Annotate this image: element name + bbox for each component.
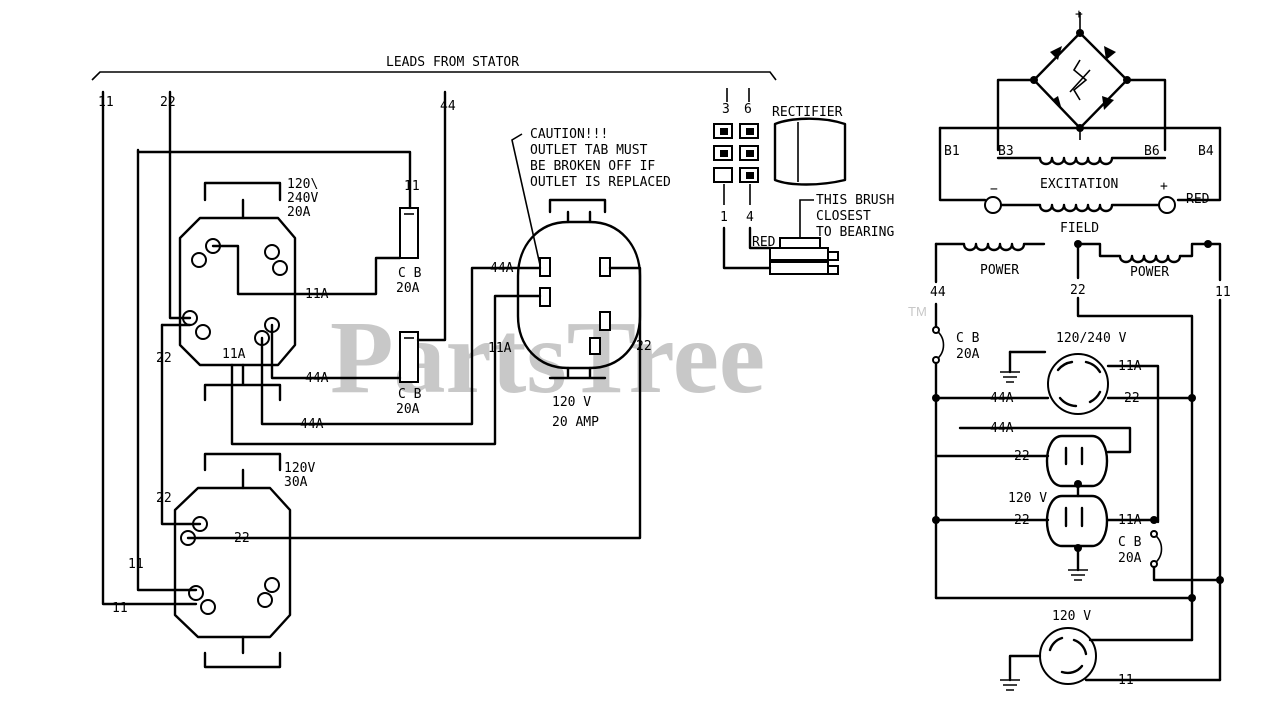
svg-text:22: 22 (1014, 449, 1030, 464)
svg-text:22: 22 (1070, 283, 1086, 298)
svg-text:−: − (990, 182, 998, 197)
svg-text:11: 11 (404, 179, 420, 194)
svg-text:22: 22 (636, 339, 652, 354)
caution-note: CAUTION!!! OUTLET TAB MUST BE BROKEN OFF… (511, 127, 671, 266)
svg-text:EXCITATION: EXCITATION (1040, 177, 1118, 192)
svg-text:44: 44 (930, 285, 946, 300)
right-circuit-breaker-top: C B 20A (932, 302, 980, 600)
svg-text:22: 22 (1014, 513, 1030, 528)
svg-text:11A: 11A (222, 347, 246, 362)
left-wiring: 11 11 11 22 22 22 11 11A 44 44A 44A 44A … (98, 90, 652, 616)
svg-text:22: 22 (156, 351, 172, 366)
svg-text:11A: 11A (305, 287, 329, 302)
svg-text:CAUTION!!!: CAUTION!!! (530, 127, 608, 142)
svg-text:20A: 20A (1118, 551, 1142, 566)
svg-text:120 V: 120 V (1008, 491, 1047, 506)
watermark: PartsTree (330, 300, 765, 415)
svg-text:RED: RED (752, 235, 776, 250)
svg-text:B4: B4 (1198, 144, 1214, 159)
svg-text:TO BEARING: TO BEARING (816, 225, 894, 240)
svg-text:POWER: POWER (1130, 265, 1169, 280)
svg-text:22: 22 (234, 531, 250, 546)
right-duplex-outlet: 44A 22 22 11A 120 V (932, 421, 1160, 581)
right-buses (1076, 296, 1222, 682)
svg-text:44: 44 (440, 99, 456, 114)
svg-text:120 V: 120 V (1052, 609, 1091, 624)
svg-text:11A: 11A (488, 341, 512, 356)
svg-text:C B: C B (1118, 535, 1142, 550)
svg-text:22: 22 (160, 95, 176, 110)
svg-text:OUTLET TAB MUST: OUTLET TAB MUST (530, 143, 648, 158)
svg-text:B3: B3 (998, 144, 1014, 159)
svg-text:120 V: 120 V (552, 395, 591, 410)
svg-text:THIS BRUSH: THIS BRUSH (816, 193, 894, 208)
svg-text:11A: 11A (1118, 359, 1142, 374)
svg-text:OUTLET IS REPLACED: OUTLET IS REPLACED (530, 175, 671, 190)
svg-text:BE BROKEN OFF IF: BE BROKEN OFF IF (530, 159, 655, 174)
svg-text:POWER: POWER (980, 263, 1019, 278)
outlet-120-240v-20a: 120\ 240V 20A (178, 177, 318, 402)
svg-text:240V: 240V (287, 191, 318, 206)
svg-text:22: 22 (156, 491, 172, 506)
svg-text:3: 3 (722, 102, 730, 117)
svg-text:11: 11 (112, 601, 128, 616)
svg-text:RECTIFIER: RECTIFIER (772, 105, 843, 120)
outlet-120-240v-twistlock: 120/240 V 11A 44A 22 (932, 331, 1196, 524)
svg-text:20A: 20A (956, 347, 980, 362)
svg-text:44A: 44A (990, 421, 1014, 436)
leads-from-stator-label: LEADS FROM STATOR (386, 55, 519, 70)
svg-text:C B: C B (398, 387, 422, 402)
duplex-outlet-120v-20amp: 120 V 20 AMP (516, 198, 642, 430)
right-circuit-breaker-bottom: C B 20A (1118, 530, 1224, 584)
svg-text:C B: C B (956, 331, 980, 346)
svg-text:20A: 20A (287, 205, 311, 220)
svg-text:44A: 44A (305, 371, 329, 386)
svg-text:30A: 30A (284, 475, 308, 490)
svg-text:11: 11 (128, 557, 144, 572)
circuit-breaker-1: C B 20A (396, 207, 422, 296)
svg-text:C B: C B (398, 266, 422, 281)
svg-text:120/240 V: 120/240 V (1056, 331, 1127, 346)
svg-text:22: 22 (1124, 391, 1140, 406)
svg-text:11A: 11A (1118, 513, 1142, 528)
svg-text:44A: 44A (490, 261, 514, 276)
svg-text:CLOSEST: CLOSEST (816, 209, 871, 224)
svg-text:20A: 20A (396, 281, 420, 296)
svg-text:1: 1 (720, 210, 728, 225)
svg-text:4: 4 (746, 210, 754, 225)
svg-text:11: 11 (1118, 673, 1134, 688)
outlet-120v-twistlock-bottom: 120 V 11 (934, 594, 1222, 691)
watermark-tm: TM (908, 304, 927, 319)
svg-text:+: + (1160, 179, 1168, 194)
svg-text:FIELD: FIELD (1060, 221, 1099, 236)
svg-text:120\: 120\ (287, 177, 318, 192)
svg-text:B6: B6 (1144, 144, 1160, 159)
svg-text:B1: B1 (944, 144, 960, 159)
rectifier-assembly: 3 6 1 4 RECTIFIER THIS BRUSH CLOSEST TO … (713, 88, 894, 275)
svg-text:RED: RED (1186, 192, 1210, 207)
circuit-breaker-2: C B 20A (396, 331, 422, 417)
leads-from-stator-bracket: LEADS FROM STATOR (91, 55, 777, 81)
svg-text:120V: 120V (284, 461, 315, 476)
svg-text:44A: 44A (990, 391, 1014, 406)
exciter-bridge: + B1 B3 B6 B4 EXCITATION − + RED F (938, 7, 1222, 236)
svg-text:11: 11 (98, 95, 114, 110)
outlet-120v-30a: 120V 30A (173, 452, 315, 669)
svg-text:6: 6 (744, 102, 752, 117)
svg-text:44A: 44A (300, 417, 324, 432)
power-windings: POWER POWER 44 22 11 (930, 240, 1231, 300)
svg-text:20 AMP: 20 AMP (552, 415, 599, 430)
svg-text:20A: 20A (396, 402, 420, 417)
svg-text:+: + (1075, 7, 1083, 22)
svg-text:11: 11 (1215, 285, 1231, 300)
